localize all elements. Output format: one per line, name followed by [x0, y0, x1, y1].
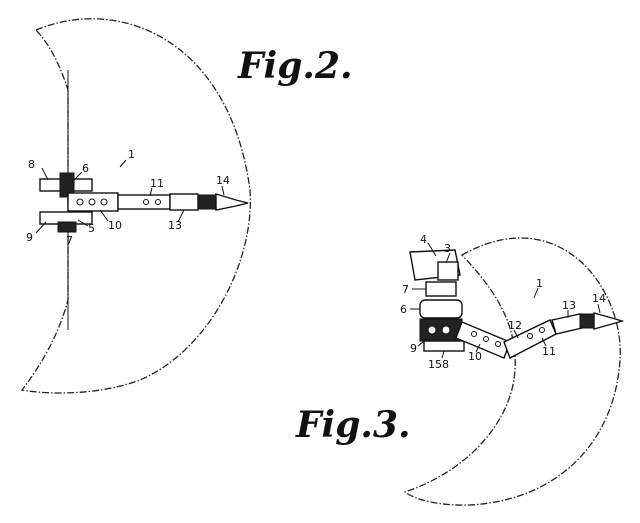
fig3-gripper-14 [593, 312, 625, 330]
fig2-hole [76, 198, 84, 206]
fig3-label-10: 10 [468, 350, 482, 363]
leader-line [475, 343, 481, 353]
figure-3: Fig.3. [295, 233, 625, 506]
fig3-column-7 [425, 281, 457, 297]
fig2-label-8: 8 [28, 158, 35, 171]
fig3-hole [441, 325, 451, 335]
leader-line [513, 329, 519, 339]
fig2-hole [143, 199, 149, 205]
fig2-label-14: 14 [216, 174, 230, 187]
fig2-label-1: 1 [128, 148, 135, 161]
fig2-gripper-14 [215, 193, 249, 211]
fig3-label-1: 1 [536, 277, 543, 290]
fig2-title: Fig.2. [237, 45, 353, 87]
fig3-label-4: 4 [420, 233, 427, 246]
leader-line [149, 187, 153, 197]
fig2-hole [155, 199, 161, 205]
fig2-hub [59, 172, 75, 198]
fig2-hole [100, 198, 108, 206]
fig3-label-11: 11 [542, 345, 556, 358]
fig3-label-3: 3 [444, 242, 451, 255]
direction-arrow [119, 159, 127, 168]
fig3-hole [527, 333, 533, 339]
direction-arrow [533, 287, 539, 299]
fig3-wrist [579, 313, 595, 329]
leader-line [445, 252, 451, 264]
leader-line [221, 185, 225, 196]
leader-line [417, 337, 429, 347]
fig2-wrist [197, 194, 217, 210]
fig3-arm-segment-10 [455, 321, 511, 359]
leader-line [597, 303, 601, 314]
fig3-arm-segment-13 [551, 313, 583, 335]
fig3-turntable-6 [419, 299, 463, 319]
fig3-crescent-outline [403, 237, 621, 506]
leader-line [541, 337, 547, 347]
fig3-label-9: 9 [410, 342, 417, 355]
fig2-base [57, 221, 77, 233]
fig3-title: Fig.3. [295, 404, 411, 446]
leader-line [427, 242, 437, 257]
fig3-hole [539, 327, 545, 333]
fig3-label-13: 13 [562, 299, 576, 312]
leader-line [41, 167, 49, 181]
fig3-hole [471, 331, 477, 337]
fig3-arm-assembly [409, 249, 625, 359]
fig3-base [423, 340, 465, 352]
fig3-label-158: 158 [428, 358, 449, 371]
leader-line [177, 209, 185, 223]
fig2-label-7: 7 [66, 234, 73, 247]
fig2-hole [88, 198, 96, 206]
fig2-label-9: 9 [26, 231, 33, 244]
fig2-arm-segment-13 [169, 193, 199, 211]
fig3-label-14: 14 [592, 292, 606, 305]
fig3-label-12: 12 [508, 319, 522, 332]
fig2-label-5: 5 [88, 222, 95, 235]
fig3-label-6: 6 [400, 303, 407, 316]
leader-line [71, 171, 83, 183]
leader-line [441, 350, 445, 359]
fig2-label-10: 10 [108, 219, 122, 232]
leader-line [35, 221, 47, 234]
fig2-label-6: 6 [82, 162, 89, 175]
figure-2: Fig.2. 8 [20, 18, 353, 394]
fig3-hole [427, 325, 437, 335]
fig3-hole [495, 341, 501, 347]
fig2-label-11: 11 [150, 177, 164, 190]
fig2-arm-assembly [39, 172, 249, 233]
fig2-label-13: 13 [168, 219, 182, 232]
fig3-mount-3 [437, 261, 459, 281]
fig3-hole [483, 336, 489, 342]
leader-line [77, 219, 89, 227]
leader-line [99, 209, 109, 222]
fig3-label-7: 7 [402, 283, 409, 296]
